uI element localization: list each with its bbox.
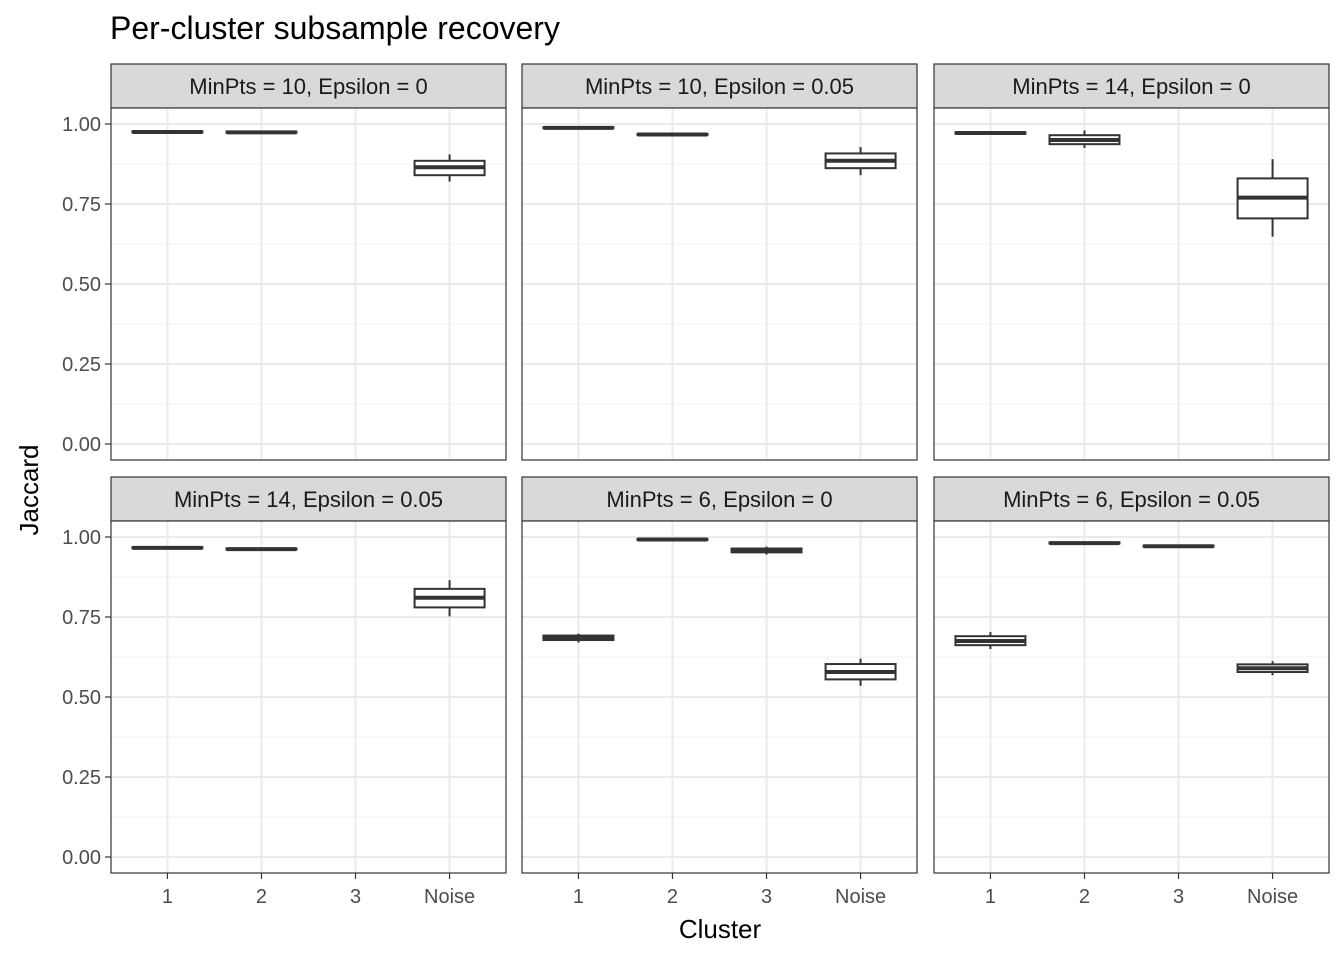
boxplot-cluster-1 [131, 130, 204, 134]
boxplot-noise [1236, 661, 1309, 676]
panel-border [521, 520, 918, 874]
y-tick-label: 0.75 [62, 607, 101, 629]
x-tick-label: 2 [256, 886, 267, 908]
panel-strip-label: MinPts = 10, Epsilon = 0.05 [585, 74, 854, 99]
panel-strip-label: MinPts = 14, Epsilon = 0.05 [174, 487, 443, 512]
x-tick-label: 1 [573, 886, 584, 908]
y-tick-label: 0.25 [62, 354, 101, 376]
boxplot-cluster-1 [954, 130, 1027, 135]
y-tick-label: 0.50 [62, 687, 101, 709]
panel-strip [933, 63, 1330, 109]
panel-strip [110, 476, 507, 522]
boxplot-cluster-2 [225, 547, 298, 552]
x-axis-title: Cluster [679, 914, 762, 944]
panel: MinPts = 6, Epsilon = 0.05 1 2 3 Noise [933, 476, 1330, 908]
boxplot-cluster-2 [636, 132, 709, 137]
panel: MinPts = 6, Epsilon = 0 1 2 3 Noise [521, 476, 918, 908]
y-tick-label: 0.50 [62, 274, 101, 296]
y-tick-label: 1.00 [62, 527, 101, 549]
boxplot-cluster-3 [730, 546, 803, 555]
y-axis-title: Jaccard [14, 444, 44, 535]
boxplot-cluster-1 [131, 545, 204, 550]
boxplot-cluster-1 [542, 633, 615, 643]
panel-border [933, 520, 1330, 874]
boxplot-cluster-1 [542, 125, 615, 130]
facet-panels: MinPts = 10, Epsilon = 0 0.00 0.25 0.50 0.75… [62, 63, 1330, 908]
boxplot-noise [824, 147, 897, 176]
x-tick-label: Noise [424, 886, 475, 908]
y-tick-label: 0.25 [62, 767, 101, 789]
panel-strip-label: MinPts = 10, Epsilon = 0 [189, 74, 427, 99]
x-tick-label: Noise [835, 886, 886, 908]
x-tick-label: 2 [1079, 886, 1090, 908]
boxplot-cluster-2 [1048, 130, 1121, 148]
panel: MinPts = 10, Epsilon = 0.05 [521, 63, 918, 461]
boxplot-cluster-1 [954, 632, 1027, 649]
boxplot-noise [413, 580, 486, 617]
panel: MinPts = 14, Epsilon = 0 [933, 63, 1330, 461]
x-tick-label: 1 [162, 886, 173, 908]
y-tick-label: 0.75 [62, 194, 101, 216]
x-tick-label: Noise [1247, 886, 1298, 908]
x-tick-label: 2 [667, 886, 678, 908]
boxplot-noise [824, 658, 897, 686]
y-tick-label: 0.00 [62, 434, 101, 456]
x-tick-label: 3 [1173, 886, 1184, 908]
panel-strip-label: MinPts = 6, Epsilon = 0.05 [1003, 487, 1260, 512]
panel-strip-label: MinPts = 14, Epsilon = 0 [1012, 74, 1250, 99]
panel: MinPts = 10, Epsilon = 0 0.00 0.25 0.50 0.75… [62, 63, 507, 461]
panel-border [933, 107, 1330, 461]
boxplot-cluster-2 [636, 537, 709, 542]
y-tick-label: 1.00 [62, 114, 101, 136]
boxplot-noise [1236, 159, 1309, 237]
y-tick-label: 0.00 [62, 847, 101, 869]
panel-border [521, 107, 918, 461]
panel: MinPts = 14, Epsilon = 0.05 0.00 0.25 0.50 0… [62, 476, 507, 908]
panel-strip [110, 63, 507, 109]
boxplot-cluster-3 [1142, 544, 1215, 549]
chart-title: Per-cluster subsample recovery [110, 10, 560, 46]
panel-strip [521, 476, 918, 522]
x-tick-label: 3 [350, 886, 361, 908]
boxplot-cluster-2 [1048, 541, 1121, 546]
boxplot-cluster-2 [225, 130, 298, 135]
boxplot-noise [413, 154, 486, 182]
x-tick-label: 3 [761, 886, 772, 908]
x-tick-label: 1 [985, 886, 996, 908]
panel-strip-label: MinPts = 6, Epsilon = 0 [606, 487, 832, 512]
panel-strip [521, 63, 918, 109]
